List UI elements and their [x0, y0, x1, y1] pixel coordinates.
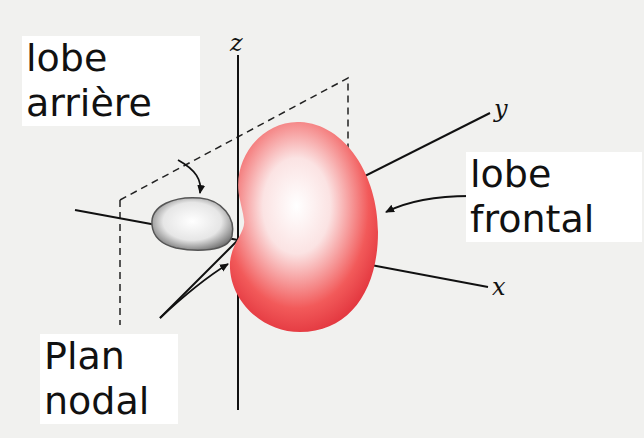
leader-arrows — [160, 160, 470, 318]
axis-label: x — [492, 274, 506, 300]
plane-label: Plan nodal — [40, 334, 178, 424]
lobe-label: lobe frontal — [466, 152, 642, 242]
back-lobe — [152, 198, 233, 250]
lobe-label: lobe arrière — [22, 36, 200, 126]
axis-label: z — [230, 30, 243, 56]
front-lobe — [230, 122, 378, 332]
axis-label: y — [494, 96, 508, 122]
